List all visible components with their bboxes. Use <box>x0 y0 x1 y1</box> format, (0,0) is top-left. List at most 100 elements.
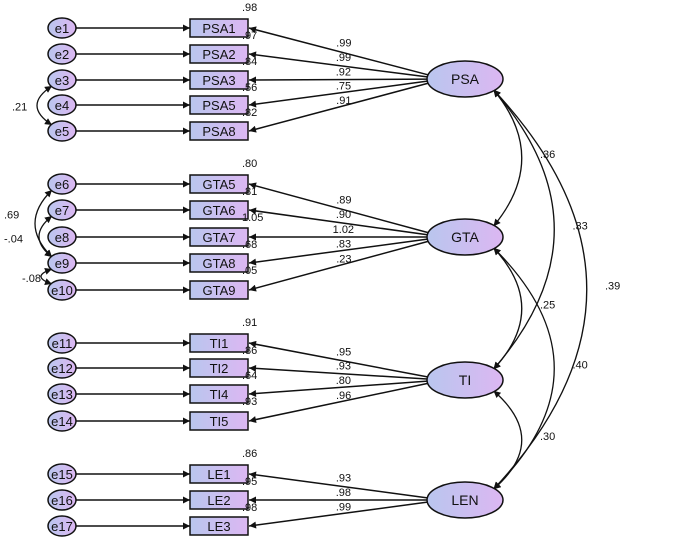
indicator-box <box>189 516 249 536</box>
error-node <box>47 332 77 354</box>
indicator-box <box>189 358 249 378</box>
indicator-label: TI4 <box>210 387 229 402</box>
error-node <box>47 173 77 195</box>
loading-label: .80 <box>336 375 351 387</box>
latent-label: GTA <box>451 229 479 245</box>
error-label: e1 <box>55 21 69 36</box>
loading-label: .93 <box>336 473 351 485</box>
indicator-box <box>189 333 249 353</box>
indicator-label: PSA1 <box>202 21 235 36</box>
indicator-label: PSA8 <box>202 124 235 139</box>
covariance-label: .33 <box>573 221 588 233</box>
indicator-label: GTA7 <box>203 230 236 245</box>
r-squared-label: .86 <box>242 345 257 357</box>
covariance-label: .30 <box>540 431 555 443</box>
loading-label: .91 <box>336 95 351 107</box>
indicator-label: PSA3 <box>202 73 235 88</box>
loading-path-arrow <box>248 240 431 292</box>
indicator-box <box>189 227 249 247</box>
loading-label: .89 <box>336 195 351 207</box>
loading-path-arrow <box>248 82 431 133</box>
error-label: e12 <box>51 361 73 376</box>
r-squared-label: .68 <box>242 239 257 251</box>
indicator-box <box>189 253 249 273</box>
indicator-box <box>189 200 249 220</box>
loading-path-arrow <box>248 207 430 236</box>
indicator-label: GTA5 <box>203 177 236 192</box>
error-node <box>47 43 77 65</box>
r-squared-label: .98 <box>242 2 257 14</box>
indicator-box <box>189 95 249 115</box>
r-squared-label: .05 <box>242 265 257 277</box>
covariance-label: .36 <box>540 149 555 161</box>
indicator-box <box>189 121 249 141</box>
latent-node-psa <box>426 60 504 98</box>
error-covariance-arrow <box>36 85 53 126</box>
loading-label: .23 <box>336 253 351 265</box>
latent-node-gta <box>426 218 504 256</box>
loading-label: .83 <box>336 238 351 250</box>
error-label: e6 <box>55 177 69 192</box>
error-label: e5 <box>55 124 69 139</box>
error-label: e8 <box>55 230 69 245</box>
r-squared-label: .93 <box>242 396 257 408</box>
error-node <box>47 489 77 511</box>
error-covariance-label: .21 <box>12 102 27 114</box>
indicator-label: LE2 <box>207 493 230 508</box>
latent-node-len <box>426 481 504 519</box>
loading-path-arrow <box>248 501 430 529</box>
indicator-label: PSA2 <box>202 47 235 62</box>
indicator-box <box>189 18 249 38</box>
indicator-label: TI2 <box>210 361 229 376</box>
r-squared-label: .80 <box>242 158 257 170</box>
loading-path-arrow <box>248 382 430 423</box>
covariance-arrow <box>492 89 523 227</box>
indicator-box <box>189 174 249 194</box>
r-squared-label: 1.05 <box>242 212 263 224</box>
loading-label: .92 <box>336 67 351 79</box>
indicator-label: GTA9 <box>203 283 236 298</box>
error-node <box>47 463 77 485</box>
loading-label: .99 <box>336 38 351 50</box>
error-label: e3 <box>55 73 69 88</box>
error-node <box>47 383 77 405</box>
latent-label: TI <box>459 372 471 388</box>
loading-label: .75 <box>336 80 351 92</box>
covariance-arrow <box>493 89 555 370</box>
error-node <box>47 120 77 142</box>
covariance-label: .40 <box>573 360 588 372</box>
error-label: e9 <box>55 256 69 271</box>
error-node <box>47 410 77 432</box>
indicator-label: PSA5 <box>202 98 235 113</box>
error-node <box>47 199 77 221</box>
error-label: e2 <box>55 47 69 62</box>
loading-path-arrow <box>248 51 430 78</box>
error-label: e7 <box>55 203 69 218</box>
error-node <box>47 69 77 91</box>
r-squared-label: .56 <box>242 82 257 94</box>
loading-label: .99 <box>336 52 351 64</box>
indicator-label: GTA8 <box>203 256 236 271</box>
r-squared-label: .91 <box>242 317 257 329</box>
r-squared-label: .95 <box>242 476 257 488</box>
error-label: e10 <box>51 283 73 298</box>
error-label: e15 <box>51 467 73 482</box>
covariance-arrow <box>493 247 523 370</box>
indicator-box <box>189 411 249 431</box>
indicator-label: LE1 <box>207 467 230 482</box>
error-node <box>47 515 77 537</box>
loading-label: .90 <box>336 209 351 221</box>
loading-path-arrow <box>248 471 430 499</box>
indicator-box <box>189 464 249 484</box>
error-covariance-label: .69 <box>4 210 19 222</box>
loading-label: .98 <box>336 487 351 499</box>
error-label: e16 <box>51 493 73 508</box>
error-node <box>47 94 77 116</box>
loading-path-arrow <box>248 238 430 266</box>
loading-path-arrow <box>248 380 430 397</box>
covariance-label: .39 <box>605 281 620 293</box>
error-covariance-label: -.08 <box>22 273 41 285</box>
indicator-box <box>189 490 249 510</box>
error-label: e4 <box>55 98 69 113</box>
